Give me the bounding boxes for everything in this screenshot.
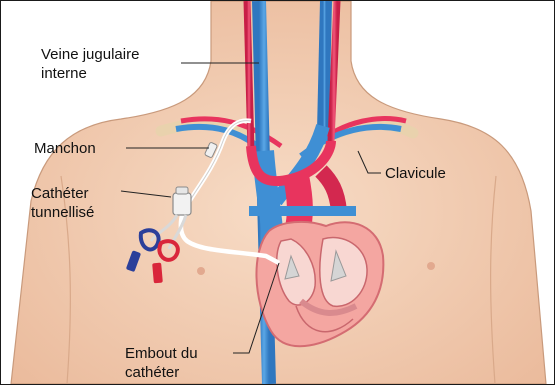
- label-internal-jugular-line2: interne: [41, 64, 139, 83]
- label-tunneled-catheter: Cathéter tunnellisé: [31, 184, 94, 222]
- carotid-artery: [247, 1, 251, 151]
- label-catheter-tip-line1: Embout du: [125, 344, 198, 363]
- label-clavicle: Clavicule: [385, 164, 446, 183]
- label-catheter-tip-line2: cathéter: [125, 363, 198, 382]
- nipple-left: [197, 267, 205, 275]
- label-cuff: Manchon: [34, 139, 96, 158]
- nipple-right: [427, 262, 435, 270]
- label-internal-jugular-line1: Veine jugulaire: [41, 45, 139, 64]
- catheter-hub: [173, 193, 191, 215]
- label-tunneled-catheter-line1: Cathéter: [31, 184, 94, 203]
- label-tunneled-catheter-line2: tunnellisé: [31, 203, 94, 222]
- label-catheter-tip: Embout du cathéter: [125, 344, 198, 382]
- label-internal-jugular: Veine jugulaire interne: [41, 45, 139, 83]
